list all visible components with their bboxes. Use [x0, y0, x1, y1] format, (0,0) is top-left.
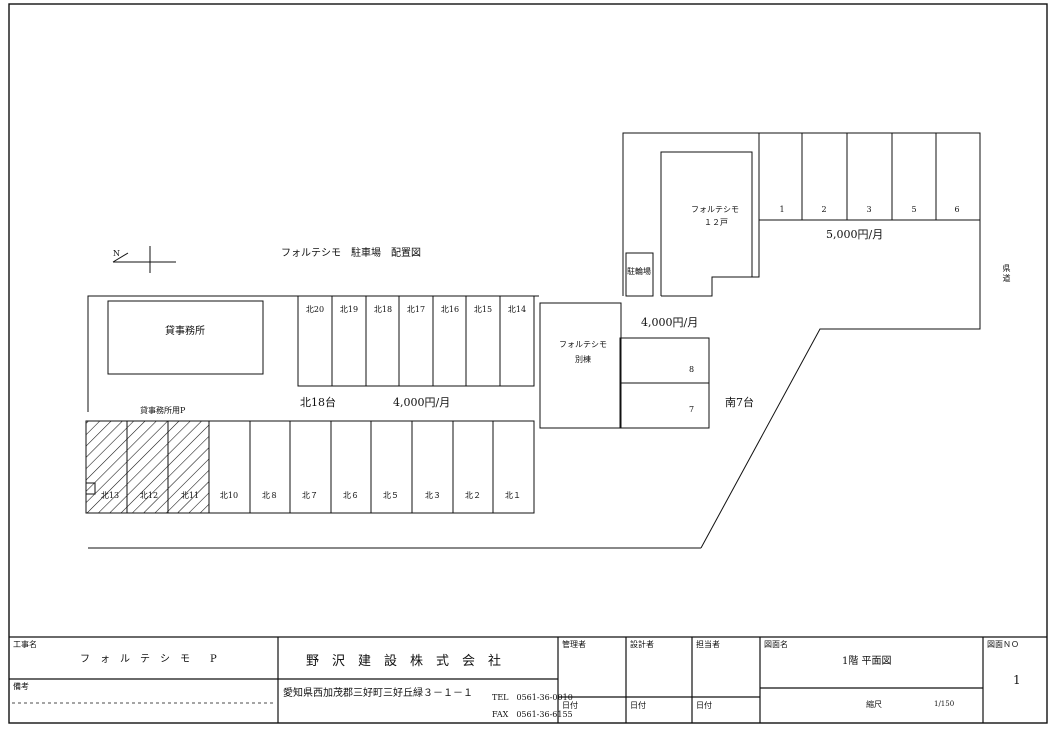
north-space-label: 北19 [339, 305, 359, 314]
east-price-label: 5,000円/月 [826, 228, 884, 241]
north-lower-row [85, 420, 535, 514]
south-count-label: 南7台 [725, 396, 754, 409]
main-building-name: フォルテシモ [691, 205, 739, 214]
drawing-no: 1 [1013, 673, 1021, 687]
date-label: 日付 [630, 701, 646, 710]
east-space-label: 6 [954, 205, 960, 214]
north-space-label: 北２ [465, 491, 481, 500]
east-space-label: 1 [779, 205, 785, 214]
north-mark: N [113, 249, 120, 258]
office-label: 貸事務所 [165, 326, 205, 337]
north-space-label: 北13 [100, 491, 120, 500]
company-fax: FAX 0561-36-6155 [492, 710, 573, 719]
site-outline-east [684, 219, 981, 549]
scale-label: 縮尺 [866, 700, 882, 709]
north-space-label: 北15 [473, 305, 493, 314]
office-parking-label: 貸事務所用P [140, 406, 186, 415]
north-space-label: 北３ [425, 491, 441, 500]
north-upper-row [297, 295, 535, 387]
main-building-units: １２戸 [704, 218, 728, 227]
north-space-label: 北11 [180, 491, 200, 500]
person-in-charge-label: 担当者 [696, 640, 720, 649]
drawing-no-label: 図面ＮＯ [987, 640, 1019, 649]
office-building [107, 300, 264, 375]
north-space-label: 北16 [440, 305, 460, 314]
north-space-label: 北６ [343, 491, 359, 500]
north-space-label: 北１ [505, 491, 521, 500]
mid-price-label: 4,000円/月 [641, 316, 699, 329]
north-count-label: 北18台 [300, 396, 336, 409]
annex-building-suffix: 別棟 [575, 355, 591, 364]
company-name: 野 沢 建 設 株 式 会 社 [306, 654, 502, 669]
main-building [660, 151, 753, 297]
annex-building-name: フォルテシモ [559, 340, 607, 349]
date-label: 日付 [696, 701, 712, 710]
manager-label: 管理者 [562, 640, 586, 649]
remarks-label: 備考 [13, 682, 29, 691]
project-label: 工事名 [13, 640, 37, 649]
north-space-label: 北17 [406, 305, 426, 314]
plan-title: フォルテシモ 駐車場 配置図 [281, 248, 421, 259]
title-block-lines [9, 636, 1047, 723]
north-price-label: 4,000円/月 [393, 396, 451, 409]
north-arrow [112, 246, 176, 273]
north-space-label: 北12 [139, 491, 159, 500]
designer-label: 設計者 [630, 640, 654, 649]
prefectural-road-label: 県道 [1002, 264, 1011, 284]
company-tel: TEL 0561-36-0010 [492, 693, 573, 702]
annex-building [539, 302, 622, 429]
north-space-label: 北18 [373, 305, 393, 314]
north-space-label: 北14 [507, 305, 527, 314]
east-space-label: 3 [866, 205, 872, 214]
north-space-label: 北20 [305, 305, 325, 314]
company-address: 愛知県西加茂郡三好町三好丘緑３－１－１ [283, 688, 473, 699]
south-space-label: 7 [689, 405, 695, 414]
drawing-name-label: 図面名 [764, 640, 788, 649]
drawing-name: 1階 平面図 [842, 656, 892, 667]
scale-value: 1/150 [934, 700, 955, 708]
east-space-label: 2 [821, 205, 827, 214]
bicycle-shed-label: 駐輪場 [627, 267, 651, 276]
east-space-label: 5 [911, 205, 917, 214]
south-space-label: 8 [689, 365, 695, 374]
bicycle-shed [625, 252, 654, 297]
north-space-label: 北５ [383, 491, 399, 500]
date-label: 日付 [562, 701, 578, 710]
north-space-label: 北８ [262, 491, 278, 500]
east-parking [758, 132, 981, 221]
north-space-label: 北７ [302, 491, 318, 500]
north-space-label: 北10 [219, 491, 239, 500]
project-value: フ ォ ル テ シ モ P [80, 654, 217, 665]
sheet-border [8, 3, 1048, 724]
